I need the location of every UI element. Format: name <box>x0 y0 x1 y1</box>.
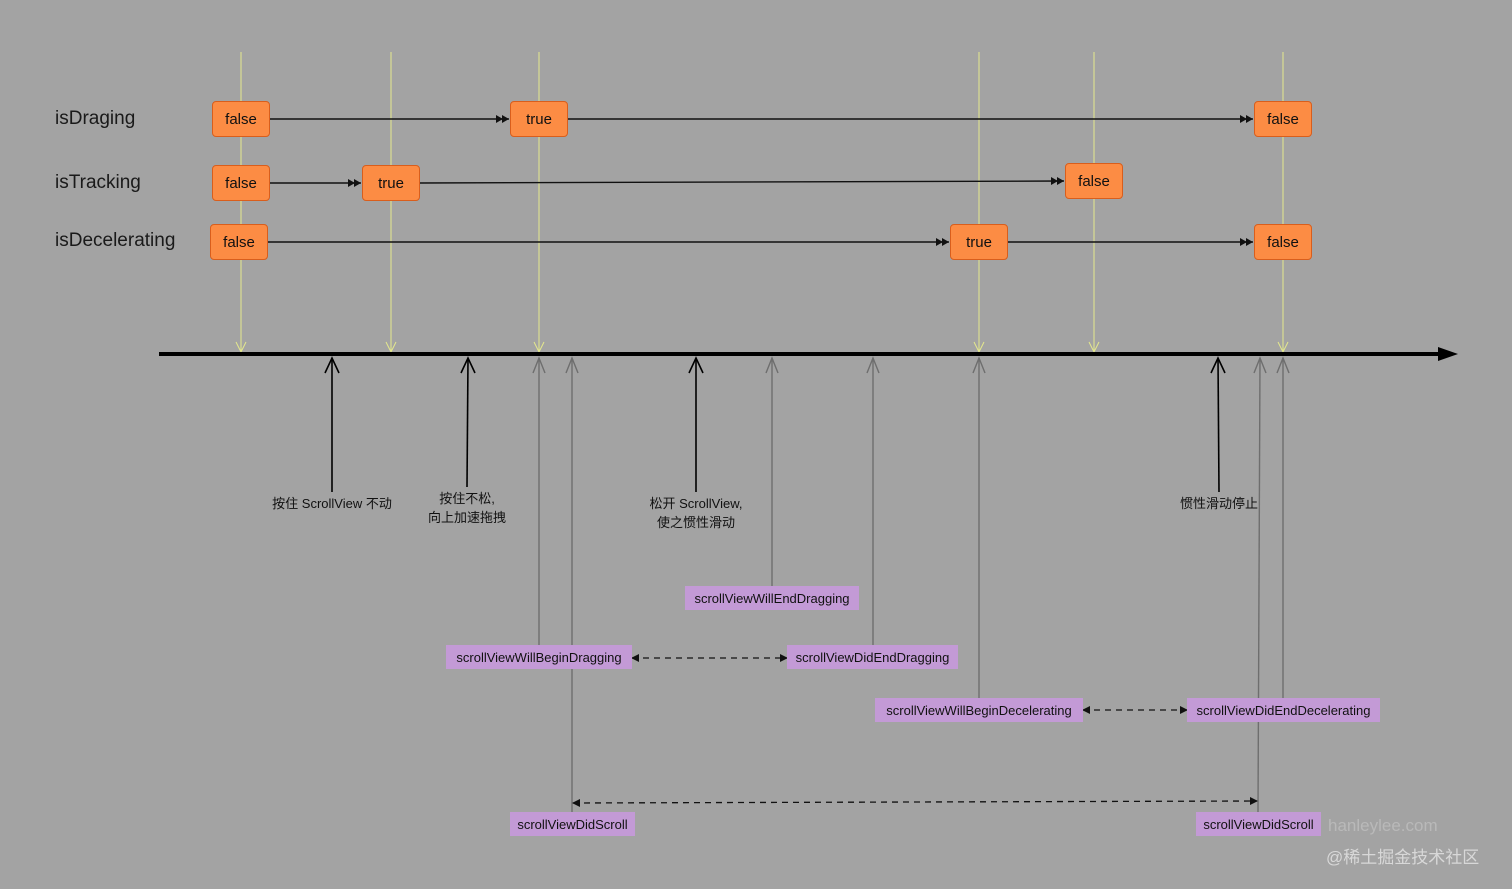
row-label-istracking: isTracking <box>55 172 141 193</box>
timeline <box>159 347 1458 361</box>
event-arrow-stop <box>1217 357 1220 493</box>
dragging-state-false-start: false <box>212 101 270 137</box>
time-markers <box>235 52 1289 354</box>
tracking-state-false-start: false <box>212 165 270 201</box>
event-label-hold-drag-line2: 向上加速拖拽 <box>427 510 506 525</box>
row-label-isdecelerating: isDecelerating <box>55 230 176 251</box>
delegate-did-end-decelerating: scrollViewDidEndDecelerating <box>1187 698 1380 722</box>
tracking-state-true: true <box>362 165 420 201</box>
did-scroll-pair-connector <box>572 797 1258 807</box>
state-transition-arrows <box>268 115 1253 246</box>
watermark-site: hanleylee.com <box>1328 816 1438 835</box>
event-label-release-line2: 使之惯性滑动 <box>656 515 735 530</box>
delegate-will-begin-decelerating: scrollViewWillBeginDecelerating <box>875 698 1083 722</box>
dragging-state-true: true <box>510 101 568 137</box>
decelerating-state-false-end: false <box>1254 224 1312 260</box>
delegate-will-begin-dragging: scrollViewWillBeginDragging <box>446 645 632 669</box>
delegate-did-end-dragging: scrollViewDidEndDragging <box>787 645 958 669</box>
delegate-will-end-dragging: scrollViewWillEndDragging <box>685 586 859 610</box>
tracking-arrow-2 <box>419 177 1065 186</box>
row-label-isdraging: isDraging <box>55 108 136 129</box>
event-label-release-line1: 松开 ScrollView, <box>649 496 743 511</box>
event-arrows <box>324 356 1226 493</box>
event-arrow-hold-drag <box>466 357 469 488</box>
delegate-did-scroll-start: scrollViewDidScroll <box>510 812 635 836</box>
decelerating-state-false-start: false <box>210 224 268 260</box>
dragging-state-false-end: false <box>1254 101 1312 137</box>
watermark-platform: @稀土掘金技术社区 <box>1326 848 1480 867</box>
tracking-state-false-end: false <box>1065 163 1123 199</box>
delegate-arrows <box>532 356 1290 813</box>
event-label-hold-drag-line1: 按住不松, <box>439 491 495 506</box>
delegate-did-scroll-end: scrollViewDidScroll <box>1196 812 1321 836</box>
dashed-connectors <box>572 654 1258 807</box>
delegate-arrow-did-scroll-end <box>1257 357 1261 813</box>
decelerating-state-true: true <box>950 224 1008 260</box>
timeline-arrowhead <box>1438 347 1458 361</box>
event-label-hold: 按住 ScrollView 不动 <box>272 496 392 511</box>
event-label-stop: 惯性滑动停止 <box>1179 496 1258 511</box>
